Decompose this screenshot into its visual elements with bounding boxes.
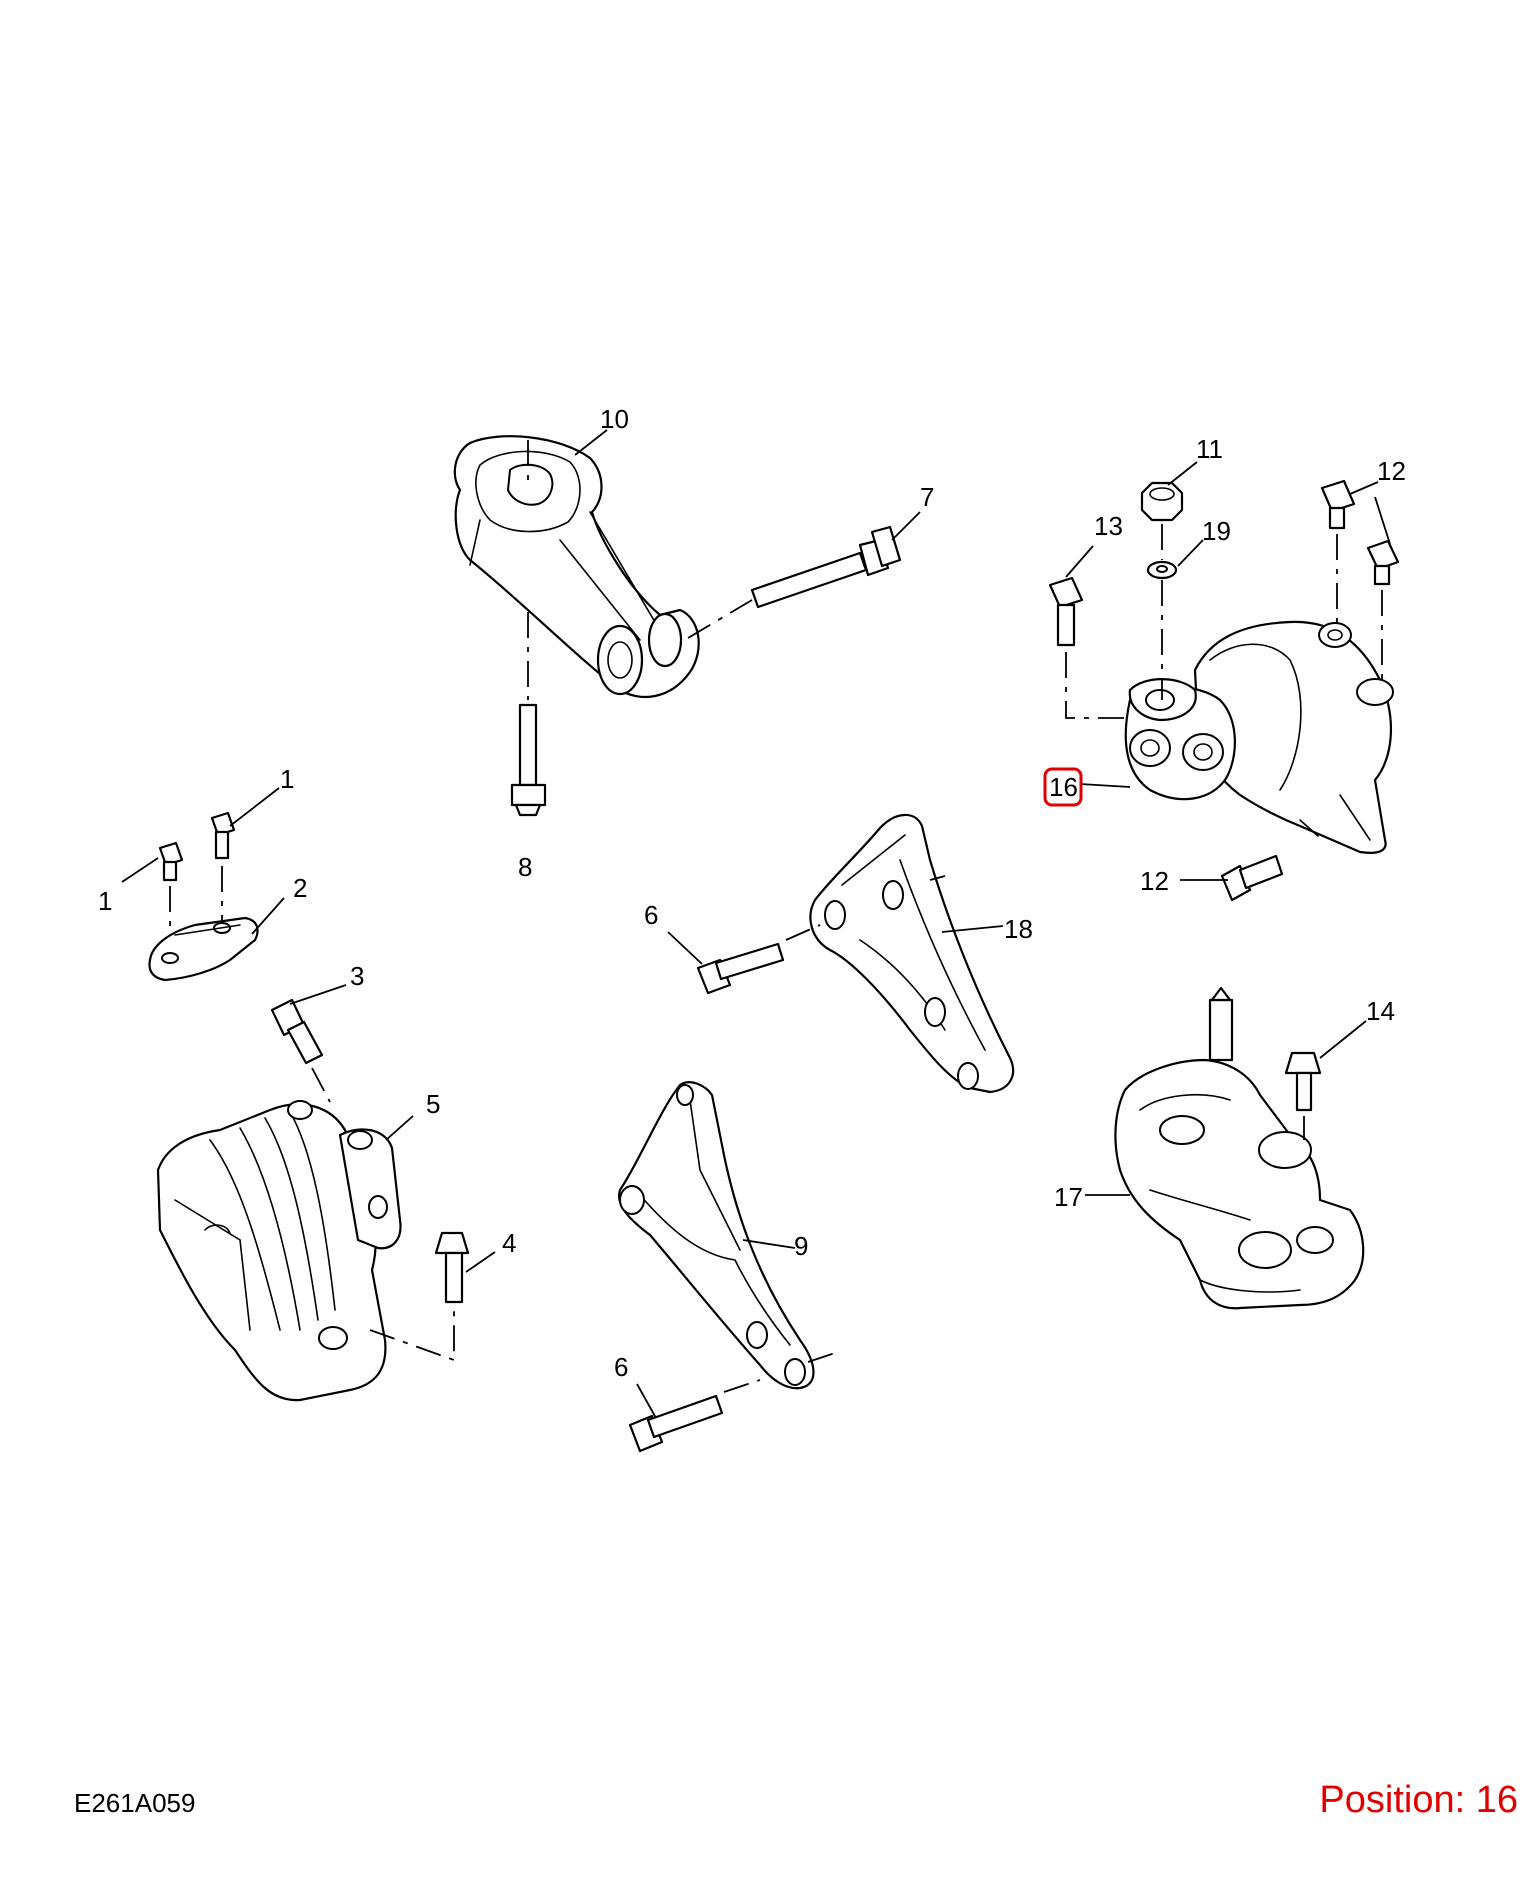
callout-16-highlight [1043, 767, 1083, 807]
callout-3: 3 [350, 961, 364, 991]
callout-6-upper: 6 [644, 900, 658, 930]
part-14-bolt[interactable] [1284, 1051, 1322, 1140]
callout-12-lower: 12 [1140, 866, 1169, 896]
part-18-bracket[interactable] [809, 813, 1015, 1094]
callout-19: 19 [1202, 516, 1231, 546]
callout-17: 17 [1054, 1182, 1083, 1212]
part-16-transmission-mount[interactable] [1124, 620, 1394, 854]
callout-labels: 10 7 8 11 19 13 12 16 12 18 6 9 6 1 1 2 … [98, 404, 1406, 1382]
callout-8: 8 [518, 852, 532, 882]
part-3-bolt[interactable] [270, 998, 331, 1103]
part-5-engine-mount[interactable] [156, 1100, 402, 1402]
callout-13: 13 [1094, 511, 1123, 541]
part-19-washer[interactable] [1146, 560, 1178, 580]
part-1-bolt-b[interactable] [210, 811, 236, 925]
part-6-bolt-lower[interactable] [628, 1379, 761, 1453]
part-1-bolt-a[interactable] [158, 841, 184, 950]
part-13-bolt[interactable] [1048, 576, 1128, 719]
part-10-torque-mount[interactable] [453, 435, 700, 699]
callout-16: 16 [1049, 772, 1078, 802]
callout-1-upper: 1 [280, 764, 294, 794]
part-7-bolt[interactable] [687, 525, 902, 639]
callout-12-upper: 12 [1377, 456, 1406, 486]
callout-11: 11 [1196, 434, 1223, 464]
part-12-bolt-upper-b[interactable] [1366, 539, 1400, 680]
callout-9: 9 [794, 1231, 808, 1261]
callout-5: 5 [426, 1089, 440, 1119]
position-indicator: Position: 16 [1319, 1779, 1518, 1821]
diagram-reference-code: E261A059 [74, 1788, 196, 1818]
callout-4: 4 [502, 1228, 516, 1258]
part-12-bolt-lower[interactable] [1220, 854, 1284, 902]
part-8-bolt[interactable] [510, 612, 547, 817]
callout-6-lower: 6 [614, 1352, 628, 1382]
part-9-bracket[interactable] [617, 1081, 836, 1390]
leader-lines [121, 429, 1391, 1419]
part-17-mount[interactable] [1114, 986, 1365, 1310]
part-2-plate[interactable] [148, 916, 259, 982]
callout-14: 14 [1366, 996, 1395, 1026]
callout-2: 2 [293, 873, 307, 903]
part-11-nut[interactable] [1140, 481, 1184, 522]
callout-10: 10 [600, 404, 629, 434]
callout-7: 7 [920, 482, 934, 512]
part-12-bolt-upper-a[interactable] [1320, 479, 1356, 625]
callout-18: 18 [1004, 914, 1033, 944]
part-4-bolt[interactable] [369, 1231, 470, 1362]
callout-1-lower: 1 [98, 886, 112, 916]
part-6-bolt-upper[interactable] [696, 924, 821, 995]
